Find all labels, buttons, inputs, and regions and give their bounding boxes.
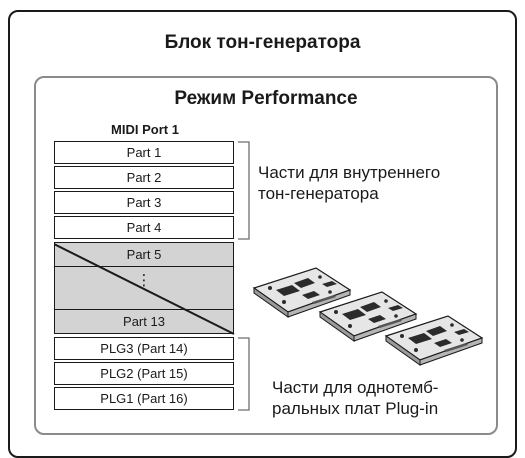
- internal-label-line2: тон-генератора: [258, 184, 379, 203]
- plugin-boards-illustration: [253, 267, 483, 366]
- plugin-label-line2: ральных плат Plug-in: [272, 399, 439, 418]
- plugin-bracket: [238, 337, 250, 411]
- part-13-divider: [55, 309, 233, 310]
- performance-mode-box: [34, 76, 498, 435]
- plg1-cell: PLG1 (Part 16): [54, 387, 234, 410]
- ellipsis-mark: ⋮: [136, 272, 152, 289]
- block-title: Блок тон-генератора: [164, 32, 361, 53]
- part-5-label: Part 5: [126, 247, 162, 262]
- part-2-cell: Part 2: [54, 166, 234, 189]
- part-4-cell: Part 4: [54, 216, 234, 239]
- midi-port-label: MIDI Port 1: [111, 122, 179, 137]
- part-3-cell: Part 3: [54, 191, 234, 214]
- internal-bracket: [238, 141, 250, 240]
- plugin-parts-label: Части для однотемб- ральных плат Plug-in: [272, 377, 438, 419]
- internal-parts-label: Части для внутреннего тон-генератора: [258, 162, 440, 204]
- internal-label-line1: Части для внутреннего: [258, 163, 441, 182]
- mode-title: Режим Performance: [174, 88, 358, 109]
- part-1-cell: Part 1: [54, 141, 234, 164]
- unused-strike-line: [54, 243, 235, 335]
- plg3-cell: PLG3 (Part 14): [54, 337, 234, 360]
- plugin-label-line1: Части для однотемб-: [272, 378, 439, 397]
- part-13-label: Part 13: [123, 314, 165, 329]
- part-5-divider: [55, 266, 233, 267]
- plg2-cell: PLG2 (Part 15): [54, 362, 234, 385]
